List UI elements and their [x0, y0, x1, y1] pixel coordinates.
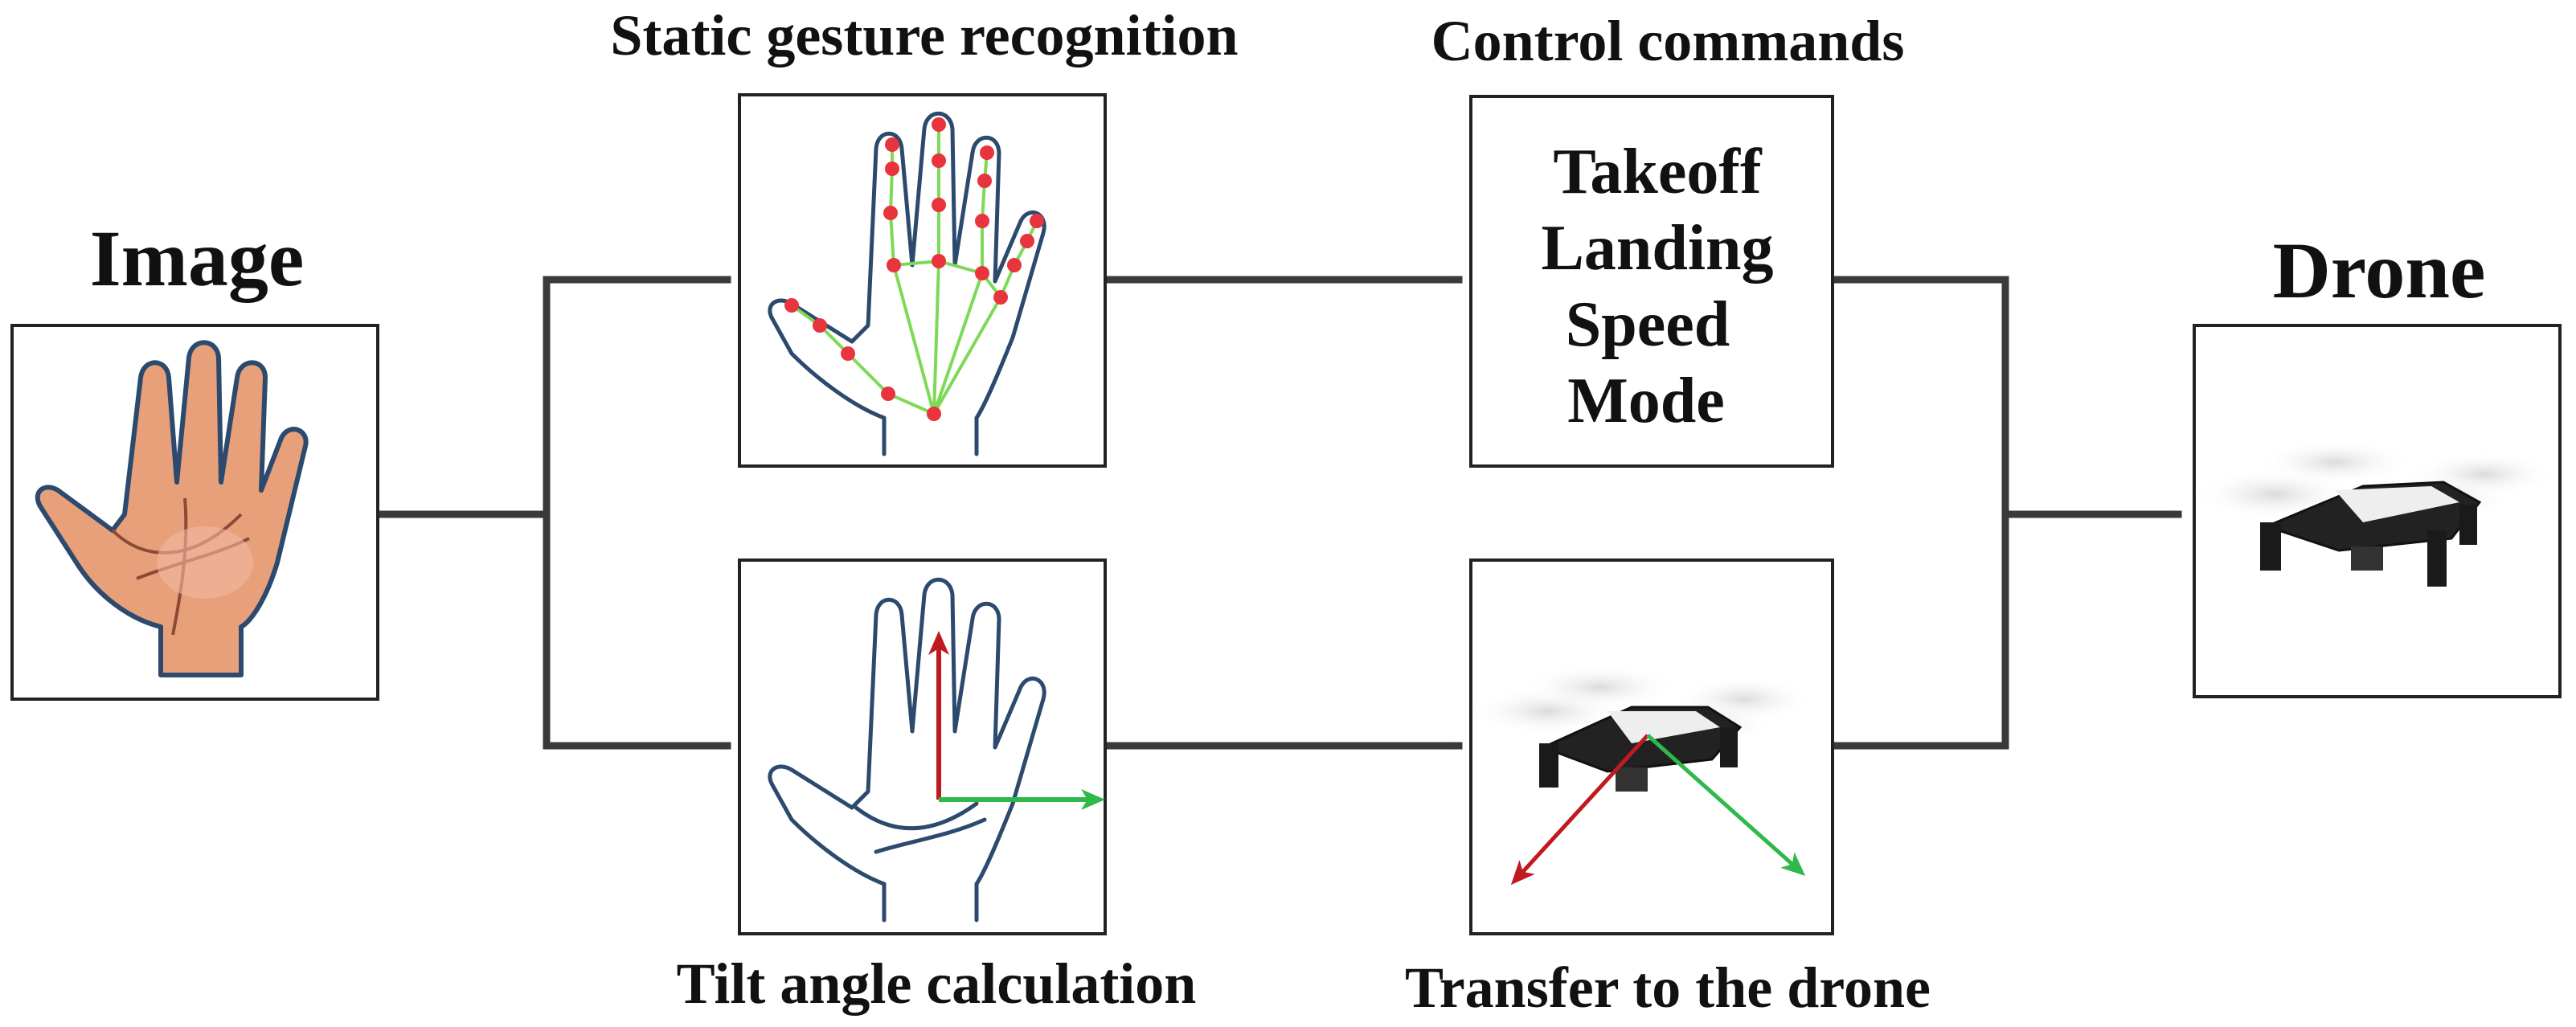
- tilt-angle-title: Tilt angle calculation: [677, 951, 1197, 1016]
- image-title: Image: [90, 214, 305, 303]
- transfer-box: [1469, 559, 1834, 935]
- colored-hand-icon: [35, 340, 309, 677]
- tilt-angle-box: [738, 559, 1107, 935]
- drone-red-axis-arrow: [1510, 734, 1649, 886]
- hand-outline-icon: [768, 111, 1046, 456]
- control-commands-box: Takeoff Landing Speed Mode: [1469, 95, 1834, 468]
- static-gesture-title: Static gesture recognition: [610, 3, 1238, 68]
- command-takeoff: Takeoff: [1553, 137, 1763, 207]
- command-speed: Speed: [1566, 289, 1730, 360]
- drone-axes: [1510, 734, 1806, 886]
- drone-box: [2193, 324, 2562, 698]
- control-commands-title: Control commands: [1431, 9, 1905, 73]
- landmark-points: [784, 117, 1044, 421]
- command-landing: Landing: [1541, 213, 1773, 284]
- image-box: [10, 324, 379, 701]
- hand-outline-icon: [768, 577, 1046, 923]
- tilt-axes: [928, 631, 1105, 810]
- drone-title: Drone: [2273, 226, 2486, 315]
- command-mode: Mode: [1567, 366, 1725, 436]
- static-gesture-box: [738, 93, 1107, 468]
- drone-green-axis-arrow: [1646, 734, 1806, 876]
- transfer-title: Transfer to the drone: [1405, 955, 1931, 1020]
- drone-icon: [2194, 440, 2556, 587]
- connector-lines: [374, 276, 2182, 750]
